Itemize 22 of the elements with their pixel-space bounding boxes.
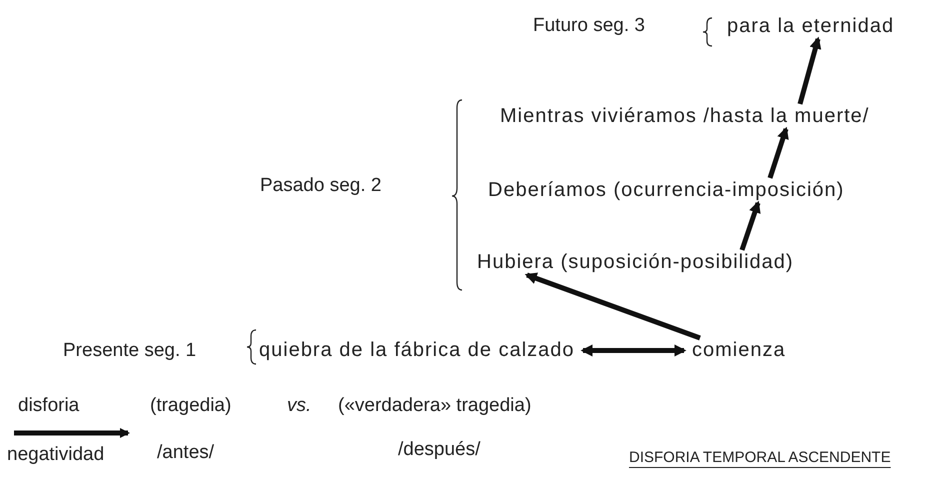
- term-text: /después/: [398, 438, 480, 462]
- arrow: [524, 272, 701, 340]
- segment-label: Presente seg. 1: [63, 339, 196, 363]
- statement-text: quiebra de la fábrica de calzado: [259, 338, 575, 363]
- term-text: (tragedia): [150, 394, 232, 418]
- statement-text: comienza: [692, 338, 786, 363]
- arrow: [798, 36, 822, 105]
- term-text: /antes/: [157, 441, 214, 465]
- segment-label: Pasado seg. 2: [260, 174, 382, 198]
- term-text: disforia: [18, 394, 80, 418]
- segment-label: Futuro seg. 3: [533, 14, 645, 38]
- statement-text: Deberíamos (ocurrencia-imposición): [488, 178, 844, 203]
- statement-text: Hubiera (suposición-posibilidad): [477, 250, 794, 275]
- arrow: [580, 344, 686, 356]
- caption-text: DISFORIA TEMPORAL ASCENDENTE: [629, 449, 891, 468]
- statement-text: para la eternidad: [727, 14, 894, 39]
- term-text: vs.: [287, 394, 312, 418]
- term-text: («verdadera» tragedia): [338, 394, 532, 418]
- arrow: [740, 200, 761, 251]
- statement-text: Mientras viviéramos /hasta la muerte/: [500, 104, 870, 129]
- arrow: [768, 126, 789, 179]
- term-text: negatividad: [7, 443, 104, 467]
